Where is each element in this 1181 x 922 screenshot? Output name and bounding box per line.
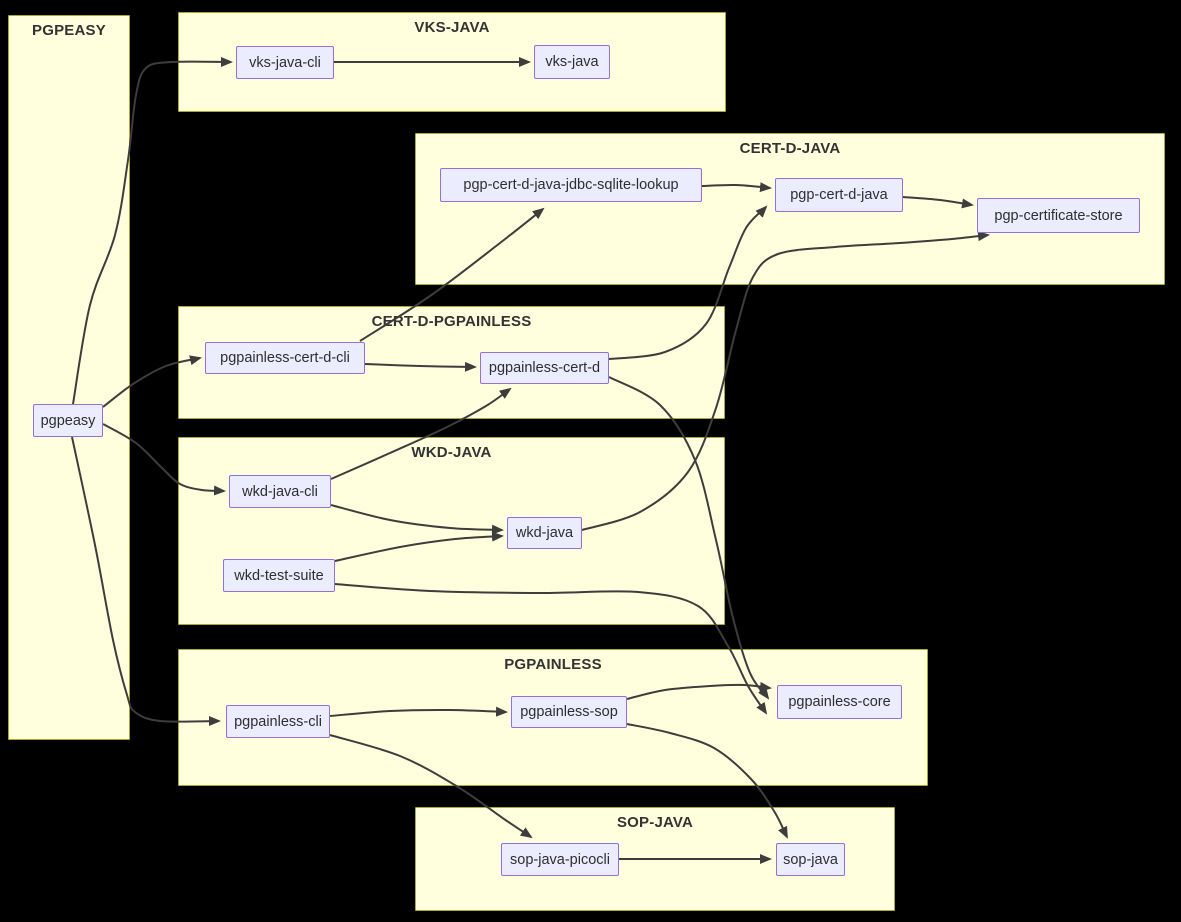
node-pgpainless-cert-d-cli: pgpainless-cert-d-cli — [205, 342, 365, 374]
cluster-wkd-java-group: WKD-JAVA — [178, 437, 725, 625]
node-pgpainless-sop: pgpainless-sop — [511, 696, 627, 728]
cluster-title-sop-java-group: SOP-JAVA — [616, 814, 694, 831]
cluster-title-pgpainless-group: PGPAINLESS — [504, 656, 602, 673]
node-pgpainless-cli: pgpainless-cli — [226, 705, 330, 738]
node-sop-java-picocli: sop-java-picocli — [501, 843, 619, 876]
cluster-title-cert-d-pgpainless-group: CERT-D-PGPAINLESS — [371, 313, 532, 330]
cluster-title-wkd-java-group: WKD-JAVA — [411, 444, 492, 461]
node-wkd-java-cli: wkd-java-cli — [229, 475, 331, 508]
node-pgp-cert-d-java: pgp-cert-d-java — [775, 178, 903, 212]
node-vks-java: vks-java — [534, 45, 610, 79]
cluster-title-vks-java-group: VKS-JAVA — [414, 19, 490, 36]
node-vks-java-cli: vks-java-cli — [236, 46, 334, 79]
cluster-pgpeasy-group: PGPEASY — [8, 15, 130, 740]
node-pgpeasy: pgpeasy — [33, 404, 103, 437]
node-wkd-java: wkd-java — [507, 517, 582, 549]
node-pgpainless-core: pgpainless-core — [777, 685, 902, 719]
cluster-title-cert-d-java-group: CERT-D-JAVA — [739, 140, 841, 157]
cluster-title-pgpeasy-group: PGPEASY — [32, 22, 106, 39]
node-sop-java: sop-java — [776, 843, 845, 876]
node-wkd-test-suite: wkd-test-suite — [223, 559, 335, 592]
node-pgpainless-cert-d: pgpainless-cert-d — [480, 352, 609, 384]
node-pgp-certificate-store: pgp-certificate-store — [977, 198, 1140, 233]
node-pgp-cert-d-java-jdbc-sqlite-lookup: pgp-cert-d-java-jdbc-sqlite-lookup — [440, 168, 702, 202]
